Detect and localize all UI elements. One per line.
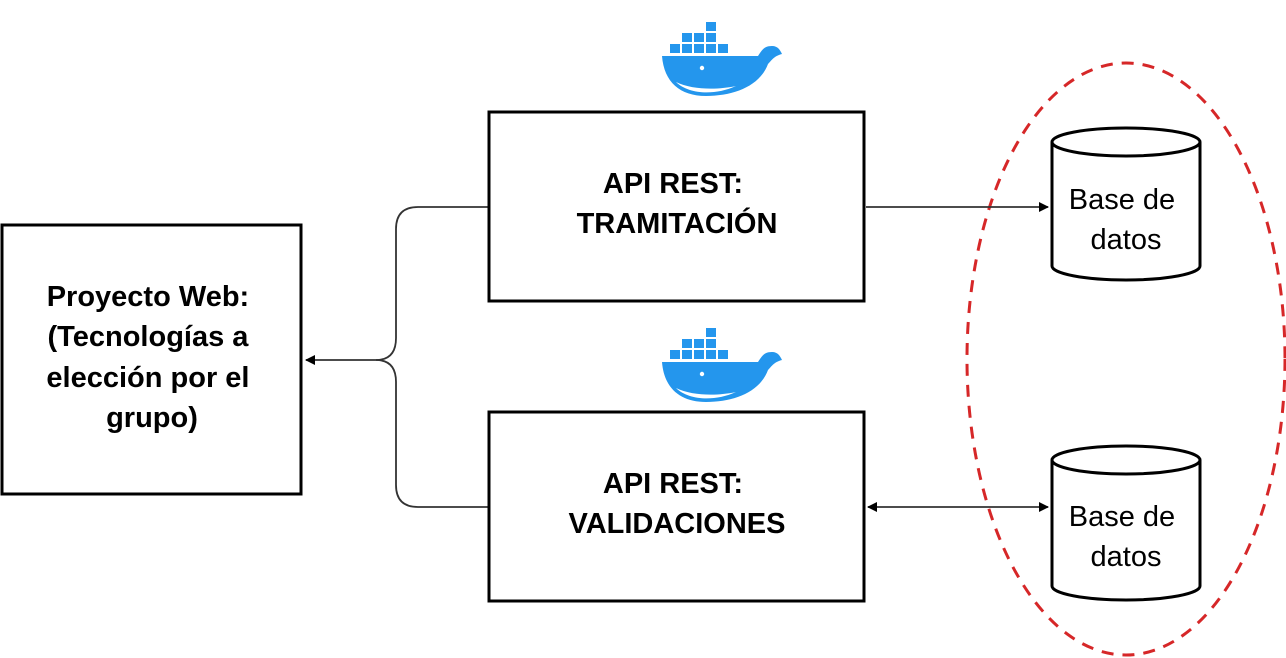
database-bottom-line-1: Base de [1069,501,1175,533]
database-top: Base de datos [1050,126,1202,282]
web-project-line-2: (Tecnologías a [48,321,250,353]
docker-whale-icon [662,22,782,96]
api-validaciones-box: API REST: VALIDACIONES [487,410,866,603]
web-project-box: Proyecto Web: (Tecnologías a elección po… [0,223,303,496]
database-bottom: Base de datos [1050,444,1202,602]
api-tramitacion-box: API REST: TRAMITACIÓN [487,110,866,303]
api-tramitacion-line-1: API REST: [603,168,743,200]
svg-text:Base de datos: Base de datos [1069,501,1183,573]
connector-tramitacion-to-web [375,206,488,361]
docker-whale-icon [662,328,782,402]
web-project-line-4: grupo) [106,402,198,434]
web-project-line-3: elección por el [46,362,249,394]
api-validaciones-line-2: VALIDACIONES [569,508,786,540]
api-tramitacion-line-2: TRAMITACIÓN [577,206,778,240]
database-group-dashed-ellipse [965,61,1286,657]
api-validaciones-line-1: API REST: [603,468,743,500]
svg-text:API REST: TRAMITACIÓN: API REST: TRAMITACIÓN [577,168,778,240]
database-bottom-line-2: datos [1091,541,1162,573]
svg-text:Proyecto Web: (Tecnologí: Proyecto Web: (Tecnologías a elección po… [46,281,257,434]
svg-text:API REST: VALIDACIONES: API REST: VALIDACIONES [569,468,786,540]
connector-validaciones-to-web [375,359,488,508]
database-top-line-1: Base de [1069,184,1175,216]
web-project-line-1: Proyecto Web: [47,281,250,313]
svg-text:Base de datos: Base de datos [1069,184,1183,256]
database-top-line-2: datos [1091,224,1162,256]
